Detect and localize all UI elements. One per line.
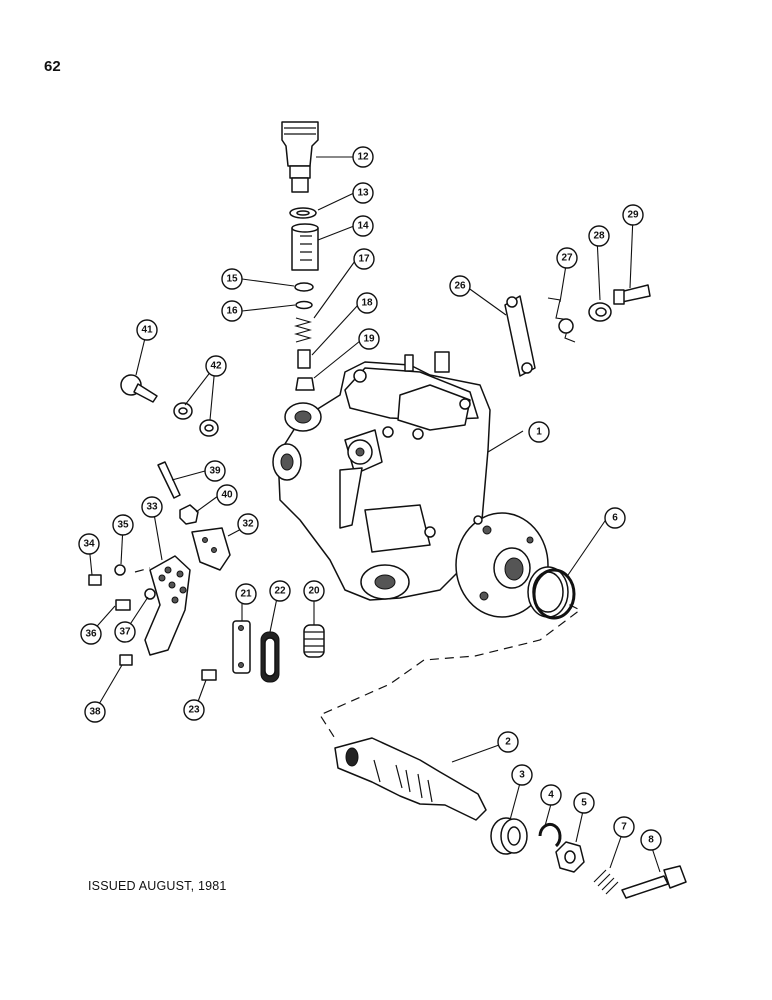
svg-text:23: 23 [188, 705, 200, 716]
svg-text:33: 33 [146, 502, 158, 513]
throttle-lever-parts [504, 284, 651, 377]
callout-33: 33 [141, 496, 163, 518]
svg-text:15: 15 [226, 274, 238, 285]
injection-pump-body [272, 351, 549, 618]
svg-text:3: 3 [519, 770, 525, 781]
callout-5: 5 [573, 792, 595, 814]
svg-text:19: 19 [363, 334, 375, 345]
svg-text:34: 34 [83, 539, 95, 550]
svg-text:21: 21 [240, 589, 252, 600]
svg-text:37: 37 [119, 627, 131, 638]
callout-8: 8 [640, 829, 662, 851]
callout-12: 12 [352, 146, 374, 168]
callout-40: 40 [216, 484, 238, 506]
svg-text:28: 28 [593, 231, 605, 242]
callout-2: 2 [497, 731, 519, 753]
page-number: 62 [44, 58, 61, 75]
svg-text:40: 40 [221, 490, 233, 501]
callout-20: 20 [303, 580, 325, 602]
svg-text:8: 8 [648, 835, 654, 846]
callout-39: 39 [204, 460, 226, 482]
callout-7: 7 [613, 816, 635, 838]
svg-text:14: 14 [357, 221, 369, 232]
callout-19: 19 [358, 328, 380, 350]
svg-text:12: 12 [357, 152, 369, 163]
svg-text:29: 29 [627, 210, 639, 221]
delivery-valve-stack [281, 121, 319, 391]
issue-date-footer: ISSUED AUGUST, 1981 [88, 879, 227, 893]
svg-text:20: 20 [308, 586, 320, 597]
svg-text:4: 4 [548, 790, 554, 801]
callout-15: 15 [221, 268, 243, 290]
callout-13: 13 [352, 182, 374, 204]
callout-28: 28 [588, 225, 610, 247]
callout-37: 37 [114, 621, 136, 643]
callout-41: 41 [136, 319, 158, 341]
svg-text:36: 36 [85, 629, 97, 640]
svg-text:42: 42 [210, 361, 222, 372]
callout-1: 1 [528, 421, 550, 443]
callout-42: 42 [205, 355, 227, 377]
svg-text:1: 1 [536, 427, 542, 438]
callout-23: 23 [183, 699, 205, 721]
callout-17: 17 [353, 248, 375, 270]
svg-text:7: 7 [621, 822, 627, 833]
cover-plate-parts [201, 620, 325, 683]
svg-text:18: 18 [361, 298, 373, 309]
svg-text:2: 2 [505, 737, 511, 748]
o-ring [532, 568, 576, 620]
governor-linkage-parts [88, 374, 231, 666]
callout-22: 22 [269, 580, 291, 602]
svg-text:41: 41 [141, 325, 153, 336]
svg-text:35: 35 [117, 520, 129, 531]
callout-35: 35 [112, 514, 134, 536]
callout-38: 38 [84, 701, 106, 723]
svg-text:27: 27 [561, 253, 573, 264]
callout-27: 27 [556, 247, 578, 269]
svg-text:16: 16 [226, 306, 238, 317]
svg-text:39: 39 [209, 466, 221, 477]
svg-text:5: 5 [581, 798, 587, 809]
callout-32: 32 [237, 513, 259, 535]
callout-34: 34 [78, 533, 100, 555]
svg-text:26: 26 [454, 281, 466, 292]
callout-6: 6 [604, 507, 626, 529]
callout-16: 16 [221, 300, 243, 322]
callout-18: 18 [356, 292, 378, 314]
callout-36: 36 [80, 623, 102, 645]
svg-text:38: 38 [89, 707, 101, 718]
callout-29: 29 [622, 204, 644, 226]
callout-4: 4 [540, 784, 562, 806]
svg-text:22: 22 [274, 586, 286, 597]
svg-text:6: 6 [612, 513, 618, 524]
callout-3: 3 [511, 764, 533, 786]
svg-text:17: 17 [358, 254, 370, 265]
svg-text:13: 13 [357, 188, 369, 199]
callout-14: 14 [352, 215, 374, 237]
svg-text:32: 32 [242, 519, 254, 530]
callout-26: 26 [449, 275, 471, 297]
callout-21: 21 [235, 583, 257, 605]
